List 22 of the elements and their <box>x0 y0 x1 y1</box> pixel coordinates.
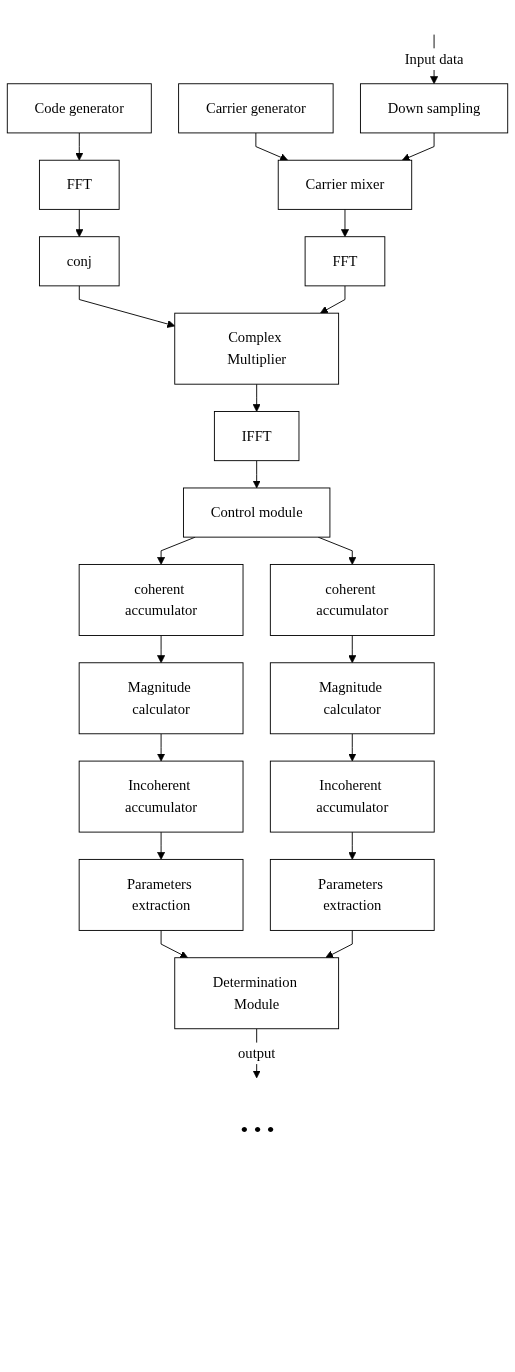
node-box: Down sampling <box>359 83 509 134</box>
node-box: coherent accumulator <box>78 564 244 636</box>
node-box: FFT <box>38 159 120 210</box>
node-box: conj <box>39 236 120 287</box>
node-box: Determination Module <box>174 957 340 1030</box>
ellipsis-mark: • • • <box>239 1116 276 1143</box>
node-box: FFT <box>304 236 386 287</box>
node-box: Carrier mixer <box>277 159 413 210</box>
node-box: Parameters extraction <box>269 858 435 931</box>
node-box: Incoherent accumulator <box>269 760 435 833</box>
node-box: Control module <box>183 487 331 538</box>
edge-label: output <box>238 1045 276 1061</box>
node-box: Magnitude calculator <box>78 662 244 735</box>
node-box: Incoherent accumulator <box>78 760 244 833</box>
node-box: Code generator <box>6 83 152 134</box>
node-box: Carrier generator <box>178 83 334 134</box>
node-box: IFFT <box>213 411 300 462</box>
edge-label: Input data <box>404 50 464 67</box>
node-box: Magnitude calculator <box>269 662 435 735</box>
node-box: Parameters extraction <box>78 858 244 931</box>
node-box: coherent accumulator <box>269 564 435 636</box>
node-box: Complex Multiplier <box>174 312 340 385</box>
